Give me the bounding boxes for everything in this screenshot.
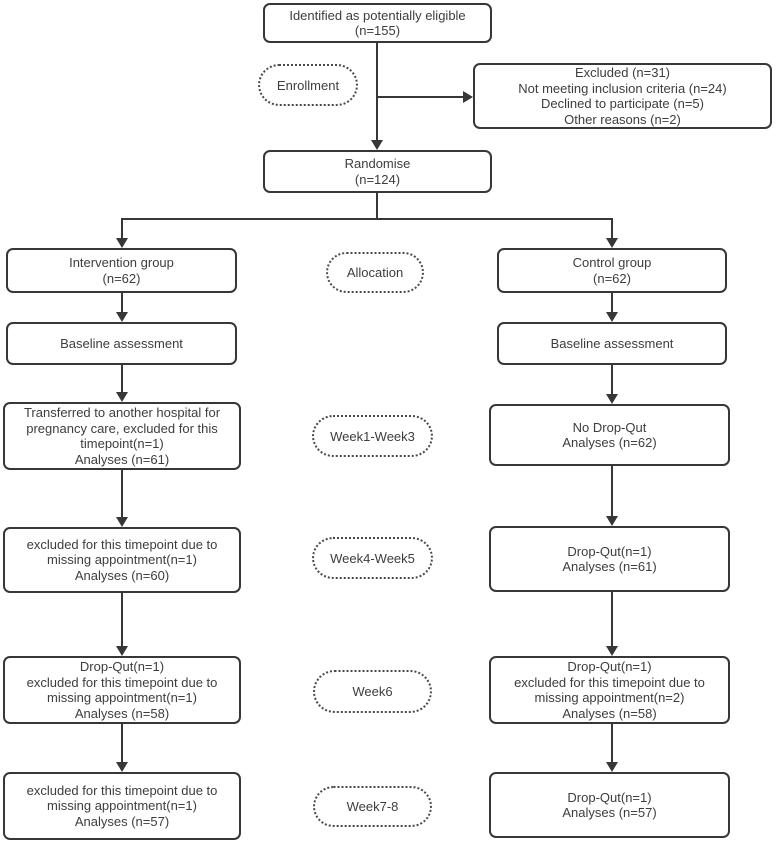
node-text-line: (n=155) <box>354 23 401 38</box>
node-text-line: missing appointment(n=1) <box>47 798 197 814</box>
node-text-line: excluded for this timepoint due to <box>26 536 218 552</box>
arrow-week4-5-to-week6-left <box>116 593 128 656</box>
node-text-line: Drop-Qut(n=1) <box>79 659 165 674</box>
node-text-line: excluded for this timepoint due to <box>26 674 218 690</box>
node-text-line: Intervention group <box>69 255 174 270</box>
node-week1-3-right: No Drop-Qut Analyses (n=62) <box>489 404 730 466</box>
node-text-line: Baseline assessment <box>550 335 674 351</box>
node-text-line: Baseline assessment <box>60 335 183 351</box>
arrow-baseline-to-week1-3-left <box>116 365 128 402</box>
node-text-line: Randomise <box>344 156 411 171</box>
stage-week1-week3: Week1-Week3 <box>312 415 433 457</box>
branch-line <box>121 218 613 220</box>
node-text-line: (n=62) <box>102 270 141 286</box>
node-identified: Identified as potentially eligible (n=15… <box>263 3 492 43</box>
node-text-line: (n=124) <box>354 171 401 187</box>
node-text-line: timepoint(n=1) <box>80 436 164 451</box>
node-text-line: Analyses (n=61) <box>74 451 170 467</box>
stage-enrollment: Enrollment <box>258 64 358 106</box>
node-text-line: excluded for this timepoint due to <box>514 674 705 690</box>
node-week6-left: Drop-Qut(n=1) excluded for this timepoin… <box>3 656 241 724</box>
node-text-line: excluded for this timepoint due to <box>26 782 218 798</box>
node-control-group: Control group (n=62) <box>497 248 727 293</box>
stage-week6: Week6 <box>313 670 432 713</box>
arrow-week1-3-to-week4-5-right <box>606 466 618 526</box>
node-text-line: Analyses (n=60) <box>74 567 170 583</box>
node-text-line: Analyses (n=57) <box>562 805 657 820</box>
node-text-line: Other reasons (n=2) <box>564 111 681 127</box>
arrow-to-excluded <box>377 91 473 103</box>
stage-label: Allocation <box>346 265 404 280</box>
node-baseline-right: Baseline assessment <box>497 322 727 365</box>
node-text-line: No Drop-Qut <box>572 419 647 435</box>
node-text-line: Drop-Qut(n=1) <box>567 659 652 674</box>
node-text-line: Analyses (n=57) <box>74 813 170 829</box>
line-randomise-to-branch <box>376 193 378 220</box>
arrow-branch-to-intervention <box>116 220 128 248</box>
node-text-line: Control group <box>572 255 652 270</box>
arrow-week6-to-week7-8-right <box>606 724 618 772</box>
arrow-week4-5-to-week6-right <box>606 592 618 656</box>
stage-allocation: Allocation <box>326 252 424 293</box>
node-week6-right: Drop-Qut(n=1) excluded for this timepoin… <box>489 656 730 724</box>
node-text-line: missing appointment(n=1) <box>47 552 197 568</box>
node-week4-5-right: Drop-Qut(n=1) Analyses (n=61) <box>489 526 730 592</box>
node-baseline-left: Baseline assessment <box>6 322 237 365</box>
stage-week7-8: Week7-8 <box>313 786 432 827</box>
stage-label: Week7-8 <box>346 799 399 814</box>
node-intervention-group: Intervention group (n=62) <box>6 248 237 293</box>
node-text-line: (n=62) <box>593 270 631 286</box>
node-text-line: pregnancy care, excluded for this <box>26 420 218 436</box>
stage-label: Week4-Week5 <box>330 550 415 566</box>
node-week4-5-left: excluded for this timepoint due to missi… <box>3 527 241 593</box>
node-text-line: Analyses (n=58) <box>74 705 170 721</box>
node-text-line: Analyses (n=61) <box>562 559 657 574</box>
arrow-control-to-baseline <box>606 293 618 322</box>
node-text-line: Excluded (n=31) <box>574 65 671 80</box>
node-text-line: Identified as potentially eligible <box>289 7 466 23</box>
arrow-identified-to-randomise <box>371 43 383 150</box>
stage-label: Enrollment <box>276 77 340 93</box>
node-excluded: Excluded (n=31) Not meeting inclusion cr… <box>473 63 772 129</box>
node-text-line: missing appointment(n=2) <box>534 690 685 705</box>
stage-label: Week1-Week3 <box>330 428 415 444</box>
node-week1-3-left: Transferred to another hospital for preg… <box>3 402 241 470</box>
node-text-line: Not meeting inclusion criteria (n=24) <box>518 80 727 96</box>
node-text-line: Analyses (n=58) <box>562 705 657 721</box>
node-week7-8-right: Drop-Qut(n=1) Analyses (n=57) <box>489 772 730 838</box>
node-text-line: Declined to participate (n=5) <box>541 96 704 111</box>
arrow-intervention-to-baseline <box>116 293 128 322</box>
node-text-line: Transferred to another hospital for <box>23 405 221 420</box>
arrow-baseline-to-week1-3-right <box>606 365 618 404</box>
node-text-line: Drop-Qut(n=1) <box>567 789 652 805</box>
node-text-line: missing appointment(n=1) <box>47 690 197 705</box>
stage-week4-week5: Week4-Week5 <box>312 537 433 579</box>
stage-label: Week6 <box>352 684 393 699</box>
node-text-line: Drop-Qut(n=1) <box>567 543 652 559</box>
arrow-week1-3-to-week4-5-left <box>116 470 128 527</box>
arrow-week6-to-week7-8-left <box>116 724 128 772</box>
node-randomise: Randomise (n=124) <box>263 150 492 193</box>
node-week7-8-left: excluded for this timepoint due to missi… <box>3 772 241 840</box>
node-text-line: Analyses (n=62) <box>562 435 657 450</box>
arrow-branch-to-control <box>606 220 618 248</box>
